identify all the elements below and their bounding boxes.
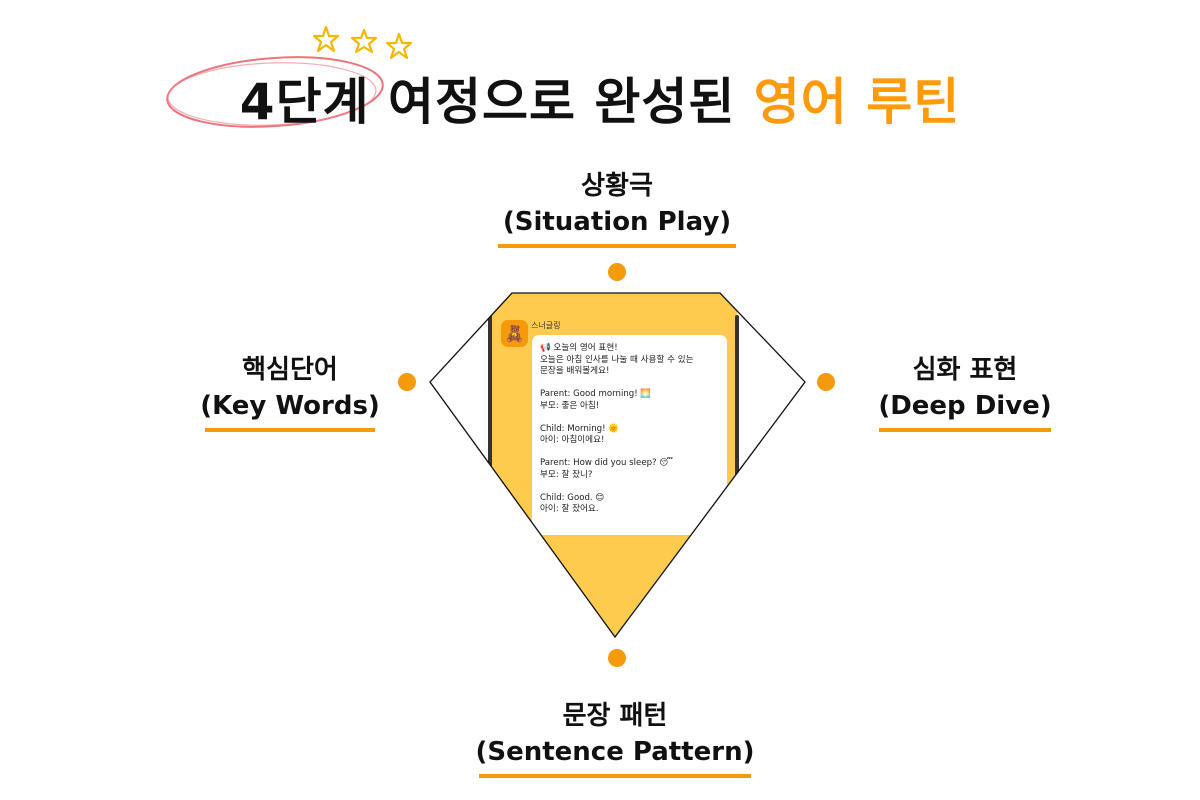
bot-avatar: 🧸 (501, 320, 528, 347)
underline (205, 428, 375, 432)
stage-deep-dive: 심화 표현 (Deep Dive) (815, 352, 1115, 432)
underline (498, 244, 736, 248)
title-decoration (166, 25, 413, 128)
dialogue-ko: 아이: 아침이에요! (540, 435, 605, 445)
stage-label-ko: 심화 표현 (912, 355, 1018, 385)
bot-name: 스너글링 (531, 321, 561, 330)
intro-line: 오늘은 아침 인사를 나눌 때 사용할 수 있는 (540, 354, 694, 365)
intro-line: 문장을 배워볼게요! (540, 366, 610, 376)
title-highlight: 영어 루틴 (753, 73, 961, 131)
stage-key-words: 핵심단어 (Key Words) (140, 352, 440, 432)
red-scribble-circle (167, 62, 377, 126)
red-scribble-circle (166, 56, 384, 128)
page-title: 4단계 여정으로 완성된 영어 루틴 (0, 62, 1200, 134)
stage-dot (398, 373, 416, 391)
dialogue-ko: 아이: 잘 잤어요. (540, 504, 599, 514)
dialogue-line: Parent: How did you sleep? 😴부모: 잘 잤니? (540, 458, 719, 481)
stage-label-en: (Deep Dive) (878, 391, 1052, 421)
chat-bubble: 📢 오늘의 영어 표현! 오늘은 아침 인사를 나눌 때 사용할 수 있는 문장… (532, 335, 727, 535)
dialogue-en: Parent: How did you sleep? 😴 (540, 458, 674, 468)
phone-top (512, 293, 720, 323)
dialogue-en: Child: Good. 😊 (540, 492, 605, 503)
phone-frame (735, 315, 739, 505)
star-icon (385, 32, 413, 60)
stage-label-en: (Sentence Pattern) (475, 737, 755, 767)
dialogue-ko: 부모: 잘 잤니? (540, 469, 593, 480)
stage-dot (608, 649, 626, 667)
chat-intro: 📢 오늘의 영어 표현! 오늘은 아침 인사를 나눌 때 사용할 수 있는 문장… (540, 343, 719, 378)
dialogue-line: Child: Morning! 🌞아이: 아침이에요! (540, 424, 719, 447)
stage-dot (608, 263, 626, 281)
stage-dot (817, 373, 835, 391)
underline (879, 428, 1051, 432)
phone-frame (488, 315, 492, 505)
stage-label-ko: 문장 패턴 (562, 701, 668, 731)
stage-sentence-pattern: 문장 패턴 (Sentence Pattern) (460, 698, 770, 778)
intro-line: 📢 오늘의 영어 표현! (540, 343, 618, 353)
stage-label-ko: 상황극 (581, 171, 653, 201)
stage-label-en: (Key Words) (200, 391, 380, 421)
stage-label-en: (Situation Play) (502, 207, 732, 237)
stage-label-ko: 핵심단어 (242, 355, 338, 385)
dialogue-line: Parent: Good morning! 🌅부모: 좋은 아침! (540, 389, 719, 412)
star-icon (350, 28, 378, 54)
dialogue-en: Parent: Good morning! 🌅 (540, 389, 652, 399)
stage-situation-play: 상황극 (Situation Play) (467, 168, 767, 248)
diamond-phone-preview: 🧸 스너글링 📢 오늘의 영어 표현! 오늘은 아침 인사를 나눌 때 사용할 … (430, 293, 805, 637)
underline (479, 774, 751, 778)
dialogue-en: Child: Morning! 🌞 (540, 423, 619, 434)
star-icon (312, 25, 340, 53)
dialogue-ko: 부모: 좋은 아침! (540, 400, 600, 411)
title-text: 4단계 여정으로 완성된 (239, 73, 754, 131)
dialogue-line: Child: Good. 😊아이: 잘 잤어요. (540, 493, 719, 516)
